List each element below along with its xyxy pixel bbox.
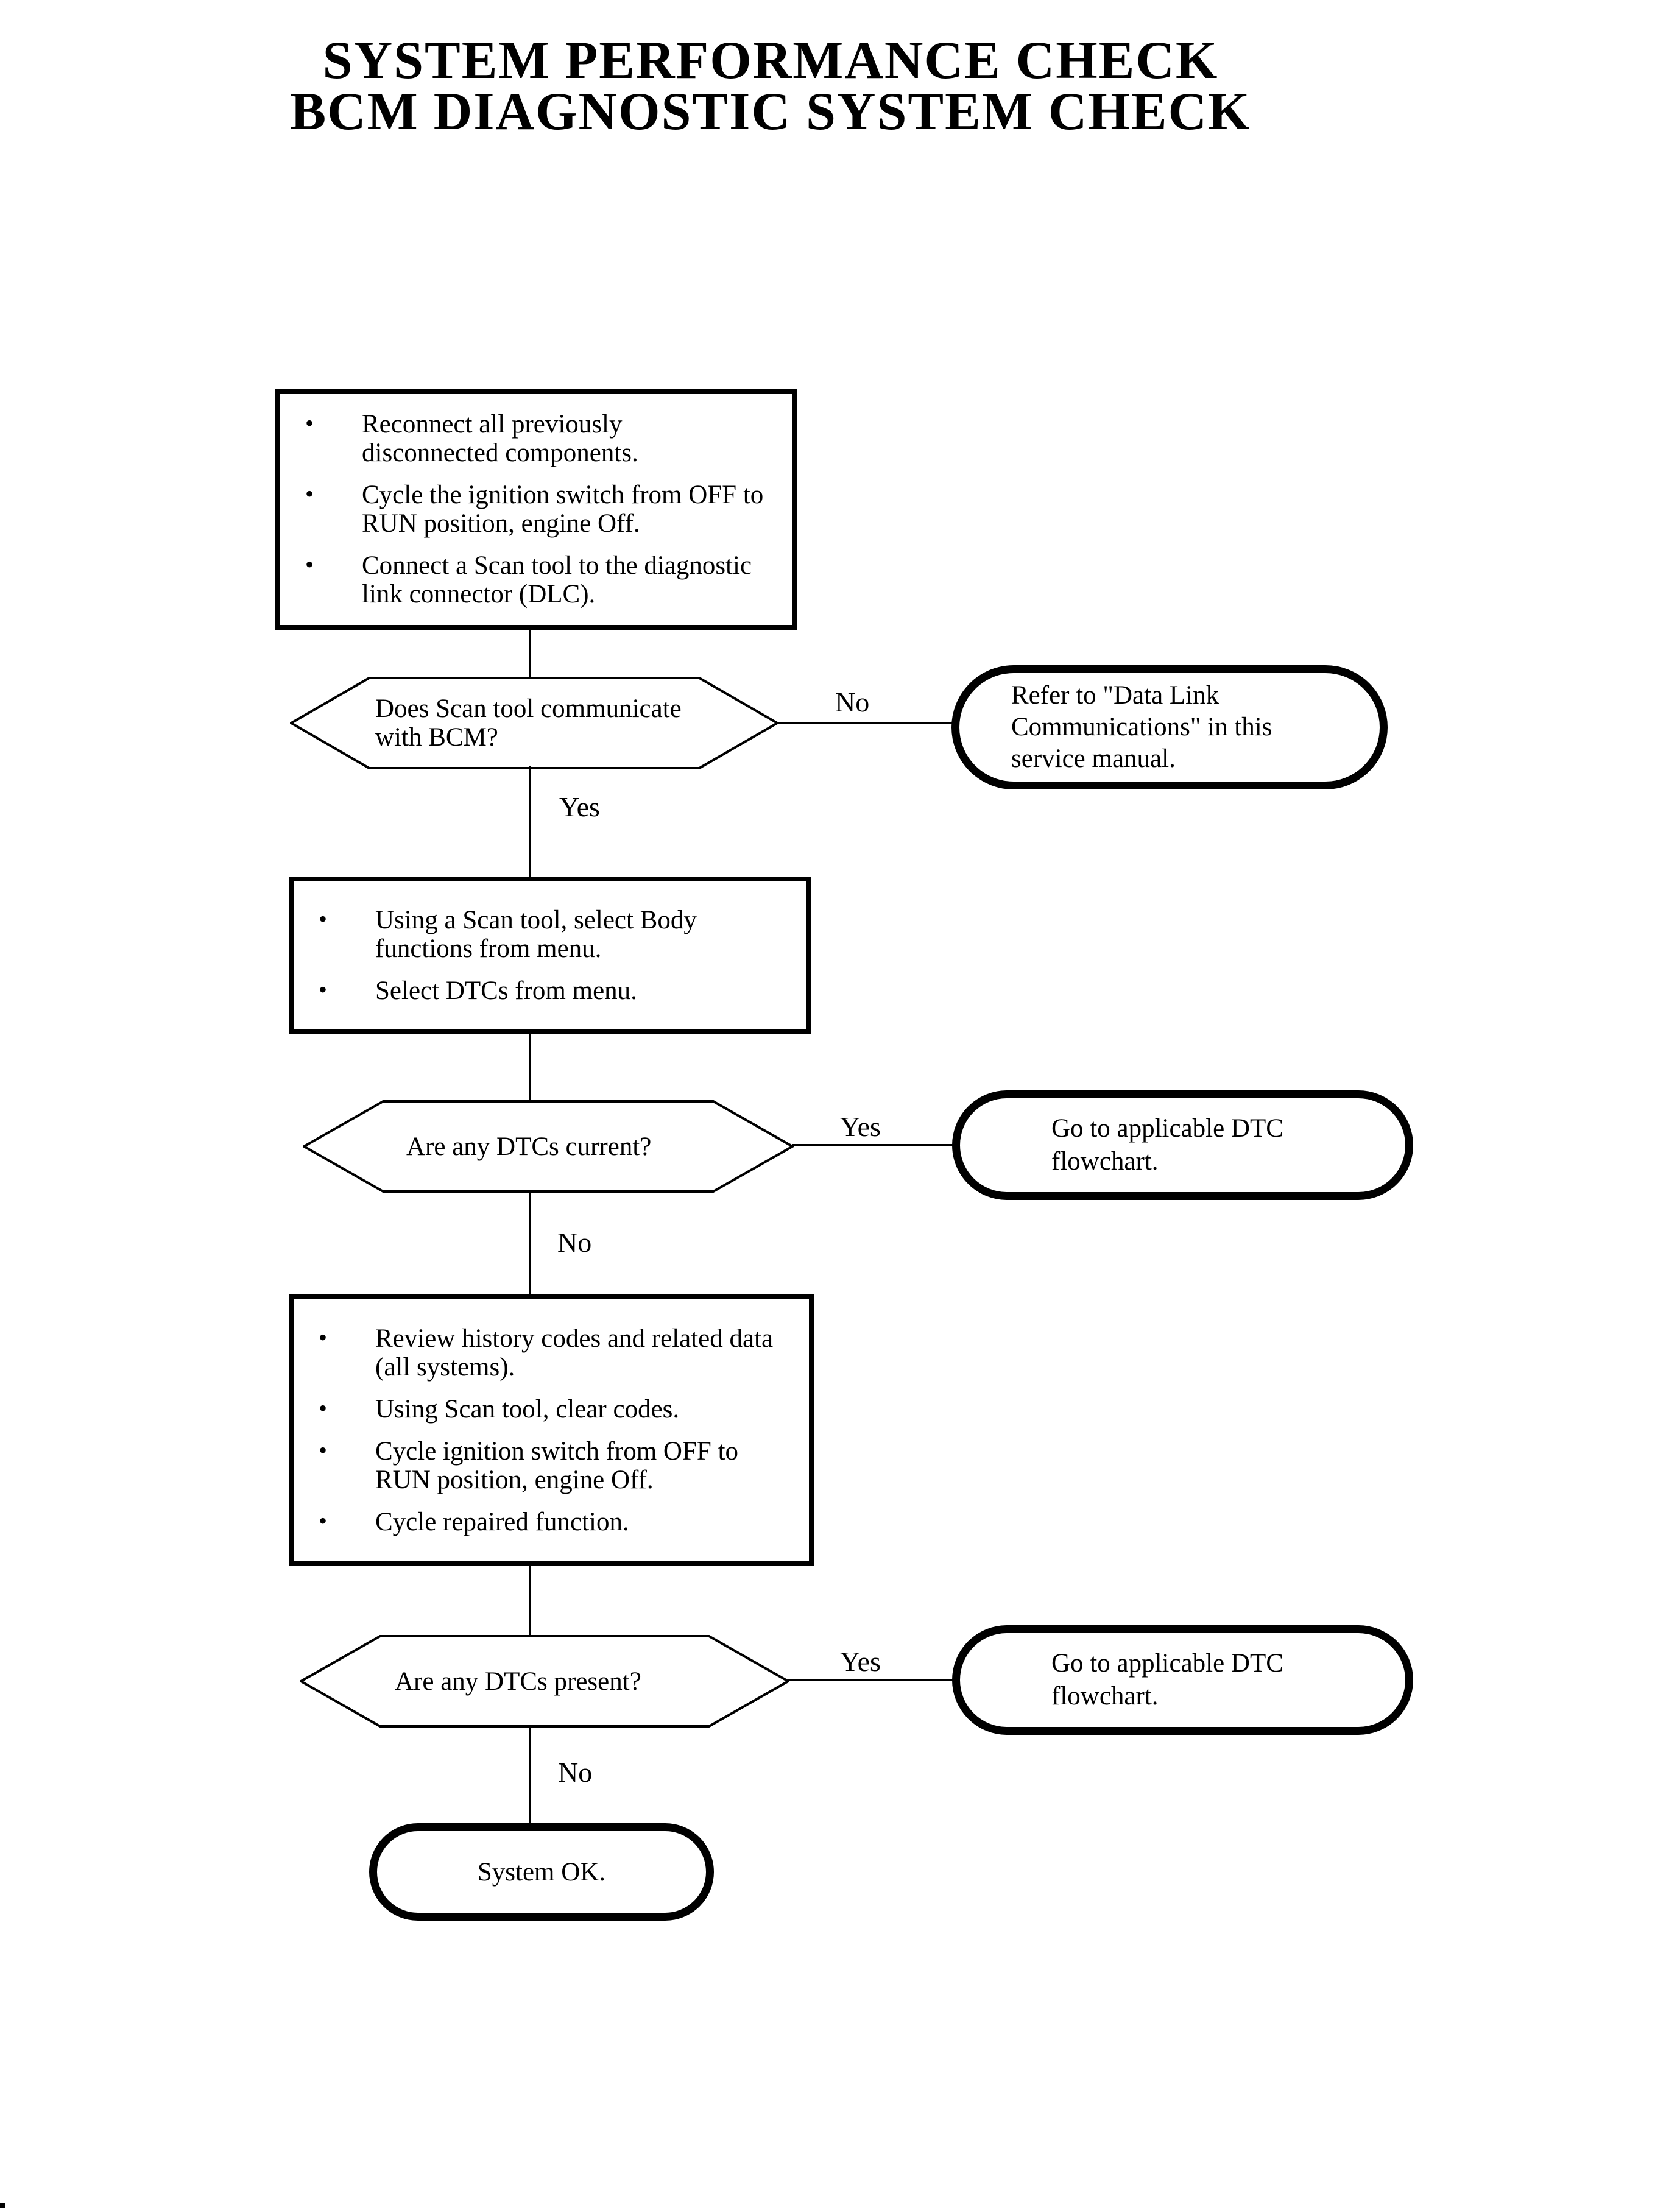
edge-label-yes: Yes — [840, 1111, 881, 1142]
bullet-icon: • — [319, 1394, 328, 1422]
list-item: • Cycle repaired function. — [319, 1507, 629, 1536]
edge-label-yes: Yes — [840, 1646, 881, 1677]
list-item: • Cycle ignition switch from OFF to RUN … — [319, 1436, 739, 1494]
connector-line — [788, 1679, 953, 1681]
bullet-icon: • — [319, 975, 328, 1003]
terminator-go-to-dtc-flowchart: Go to applicable DTC flowchart. — [952, 1090, 1413, 1200]
process-box-reconnect-setup: • Reconnect all previously disconnected … — [275, 389, 797, 630]
connector-line — [529, 1725, 531, 1824]
list-item: • Using Scan tool, clear codes. — [319, 1394, 680, 1424]
list-item: • Connect a Scan tool to the diagnostic … — [305, 551, 752, 609]
list-item: • Using a Scan tool, select Body functio… — [319, 905, 697, 963]
terminator-refer-data-link-communications: Refer to "Data Link Communications" in t… — [951, 665, 1388, 789]
decision-any-dtcs-current — [303, 1100, 794, 1193]
hexagon-shape — [300, 1635, 789, 1728]
terminator-go-to-dtc-flowchart: Go to applicable DTC flowchart. — [952, 1625, 1413, 1735]
page-title: SYSTEM PERFORMANCE CHECK BCM DIAGNOSTIC … — [290, 31, 1251, 141]
connector-line — [529, 766, 531, 878]
list-item: • Select DTCs from menu. — [319, 975, 637, 1005]
bullet-icon: • — [319, 1324, 328, 1351]
decision-question: Are any DTCs current? — [406, 1132, 652, 1161]
edge-label-yes: Yes — [559, 791, 600, 822]
connector-line — [529, 1564, 531, 1636]
bullet-icon: • — [305, 409, 314, 437]
decision-any-dtcs-present — [300, 1635, 789, 1728]
terminator-system-ok: System OK. — [369, 1823, 714, 1921]
list-item: • Reconnect all previously disconnected … — [305, 409, 638, 467]
decision-question: Are any DTCs present? — [395, 1667, 641, 1696]
bullet-icon: • — [319, 1436, 328, 1464]
edge-label-no: No — [558, 1757, 593, 1788]
decision-question: Does Scan tool communicate with BCM? — [375, 694, 682, 752]
connector-line — [775, 722, 953, 724]
edge-label-no: No — [835, 687, 870, 718]
connector-line — [529, 627, 531, 679]
bullet-icon: • — [319, 905, 328, 933]
bullet-icon: • — [305, 551, 314, 578]
process-box-select-body-functions: • Using a Scan tool, select Body functio… — [289, 877, 811, 1034]
bullet-icon: • — [319, 1507, 328, 1534]
connector-line — [529, 1032, 531, 1103]
hexagon-shape — [303, 1100, 794, 1193]
process-box-review-clear-codes: • Review history codes and related data … — [289, 1294, 814, 1566]
connector-line — [792, 1144, 953, 1146]
bullet-icon: • — [305, 480, 314, 507]
connector-line — [529, 1190, 531, 1296]
page-edge-artifact — [0, 2203, 5, 2208]
list-item: • Cycle the ignition switch from OFF to … — [305, 480, 764, 538]
list-item: • Review history codes and related data … — [319, 1324, 774, 1382]
edge-label-no: No — [557, 1227, 592, 1258]
